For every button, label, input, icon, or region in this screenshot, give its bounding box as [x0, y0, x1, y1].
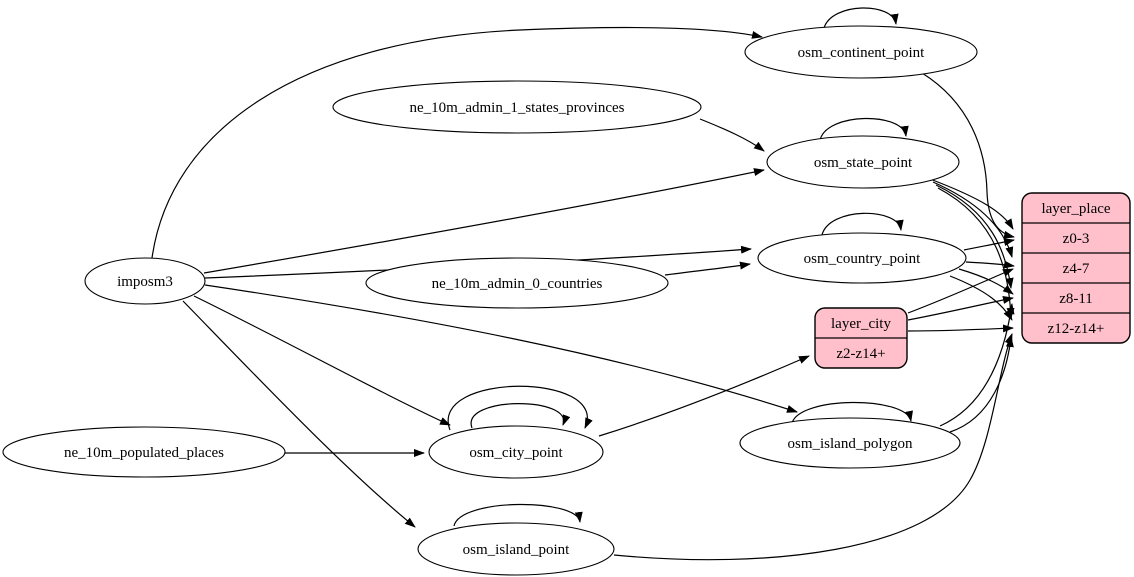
node-osm_state_point: osm_state_point — [766, 135, 960, 189]
node-ne_10m_admin_1_states_provinces: ne_10m_admin_1_states_provinces — [332, 80, 702, 134]
node-label-osm_continent_point: osm_continent_point — [798, 45, 925, 61]
node-shape-osm_island_point — [417, 522, 615, 576]
node-ne_10m_populated_places: ne_10m_populated_places — [2, 426, 286, 478]
node-shape-ne_10m_admin_0_countries — [365, 257, 669, 309]
node-osm_city_point: osm_city_point — [428, 425, 604, 479]
node-shape-ne_10m_populated_places — [2, 426, 286, 478]
node-imposm3: imposm3 — [84, 257, 206, 305]
edge-osm_island_polygon-to-layer_place:z12-z14+ — [949, 336, 1014, 433]
edge-osm_country_point-to-layer_place:z0-3 — [963, 238, 1015, 251]
node-ne_10m_admin_0_countries: ne_10m_admin_0_countries — [365, 257, 669, 309]
record-header-layer_place: layer_place — [1041, 201, 1110, 217]
node-label-osm_island_polygon: osm_island_polygon — [787, 436, 913, 452]
edge-osm_country_point-to-layer_place:z12-z14+ — [949, 275, 1013, 321]
record-row-layer_city-z2-z14+: z2-z14+ — [836, 346, 885, 362]
edge-ne_10m_admin_0_countries-to-osm_country_point — [664, 261, 751, 276]
node-label-osm_country_point: osm_country_point — [804, 251, 921, 267]
node-shape-osm_island_polygon — [739, 417, 961, 469]
edges-group — [151, 7, 1015, 561]
edge-osm_country_point-to-layer_place:z8-11 — [958, 268, 1014, 295]
edge-imposm3-to-osm_city_point — [193, 295, 451, 426]
node-shape-osm_continent_point — [744, 25, 978, 79]
record-row-layer_place-z12-z14+: z12-z14+ — [1048, 321, 1105, 337]
node-shape-ne_10m_admin_1_states_provinces — [332, 80, 702, 134]
edge-osm_state_point-to-layer_place:z4-7 — [932, 181, 1014, 258]
node-osm_country_point: osm_country_point — [757, 232, 967, 284]
edge-osm_city_point-to-layer_city:z2-z14+ — [598, 355, 810, 437]
nodes-group: imposm3 ne_10m_admin_1_states_provincesne… — [2, 25, 978, 576]
node-label-ne_10m_admin_0_countries: ne_10m_admin_0_countries — [432, 276, 603, 292]
edge-layer_city-to-layer_place:z4-7 — [907, 268, 1014, 314]
edge-osm_state_point-to-layer_place:z0-3 — [929, 178, 1014, 230]
node-label-ne_10m_populated_places: ne_10m_populated_places — [64, 445, 224, 461]
record-header-layer_city: layer_city — [831, 316, 891, 332]
node-label-osm_state_point: osm_state_point — [814, 155, 913, 171]
node-shape-imposm3 — [84, 257, 206, 305]
node-shape-osm_state_point — [766, 135, 960, 189]
edge-osm_island_polygon-to-osm_island_polygon — [791, 401, 913, 424]
node-osm_continent_point: osm_continent_point — [744, 25, 978, 79]
record-row-layer_place-z4-7: z4-7 — [1063, 261, 1090, 277]
node-label-imposm3: imposm3 — [117, 274, 173, 290]
edge-osm_city_point-to-osm_city_point — [470, 403, 571, 429]
edge-imposm3-to-osm_continent_point — [151, 26, 763, 259]
edge-osm_country_point-to-layer_place:z4-7 — [965, 260, 1015, 269]
records-group: layer_city z2-z14+ layer_place z0-3 z4-7 z8-1… — [814, 192, 1131, 369]
node-label-osm_island_point: osm_island_point — [463, 542, 571, 558]
record-row-layer_place-z8-11: z8-11 — [1059, 291, 1093, 307]
edge-osm_island_polygon-to-layer_place:z8-11 — [939, 303, 1015, 427]
edge-osm_city_point-to-osm_city_point — [447, 385, 593, 431]
node-shape-osm_city_point — [428, 425, 604, 479]
record-row-layer_place-z0-3: z0-3 — [1063, 231, 1090, 247]
node-osm_island_point: osm_island_point — [417, 522, 615, 576]
edge-layer_city-to-layer_place:z12-z14+ — [907, 324, 1014, 333]
edge-osm_continent_point-to-osm_continent_point — [823, 7, 899, 29]
record-layer_city: layer_city z2-z14+ — [814, 307, 908, 369]
edge-osm_island_point-to-layer_place:z12-z14+ — [613, 333, 1013, 561]
node-label-osm_city_point: osm_city_point — [469, 445, 563, 461]
edge-imposm3-to-osm_state_point — [203, 168, 765, 274]
edge-osm_country_point-to-osm_country_point — [821, 212, 904, 236]
edge-osm_state_point-to-osm_state_point — [819, 117, 909, 141]
edge-imposm3-to-osm_island_point — [182, 300, 416, 528]
node-label-ne_10m_admin_1_states_provinces: ne_10m_admin_1_states_provinces — [410, 100, 625, 116]
node-shape-osm_country_point — [757, 232, 967, 284]
edge-layer_city-to-layer_place:z8-11 — [907, 296, 1014, 321]
edge-osm_island_point-to-osm_island_point — [453, 503, 583, 527]
edge-imposm3-to-osm_island_polygon — [204, 284, 798, 413]
node-osm_island_polygon: osm_island_polygon — [739, 417, 961, 469]
edge-ne_10m_admin_1_states_provinces-to-osm_state_point — [699, 118, 765, 152]
record-layer_place: layer_place z0-3 z4-7 z8-11 z12-z14+ — [1021, 192, 1131, 344]
record-shape-layer_place — [1021, 192, 1131, 344]
